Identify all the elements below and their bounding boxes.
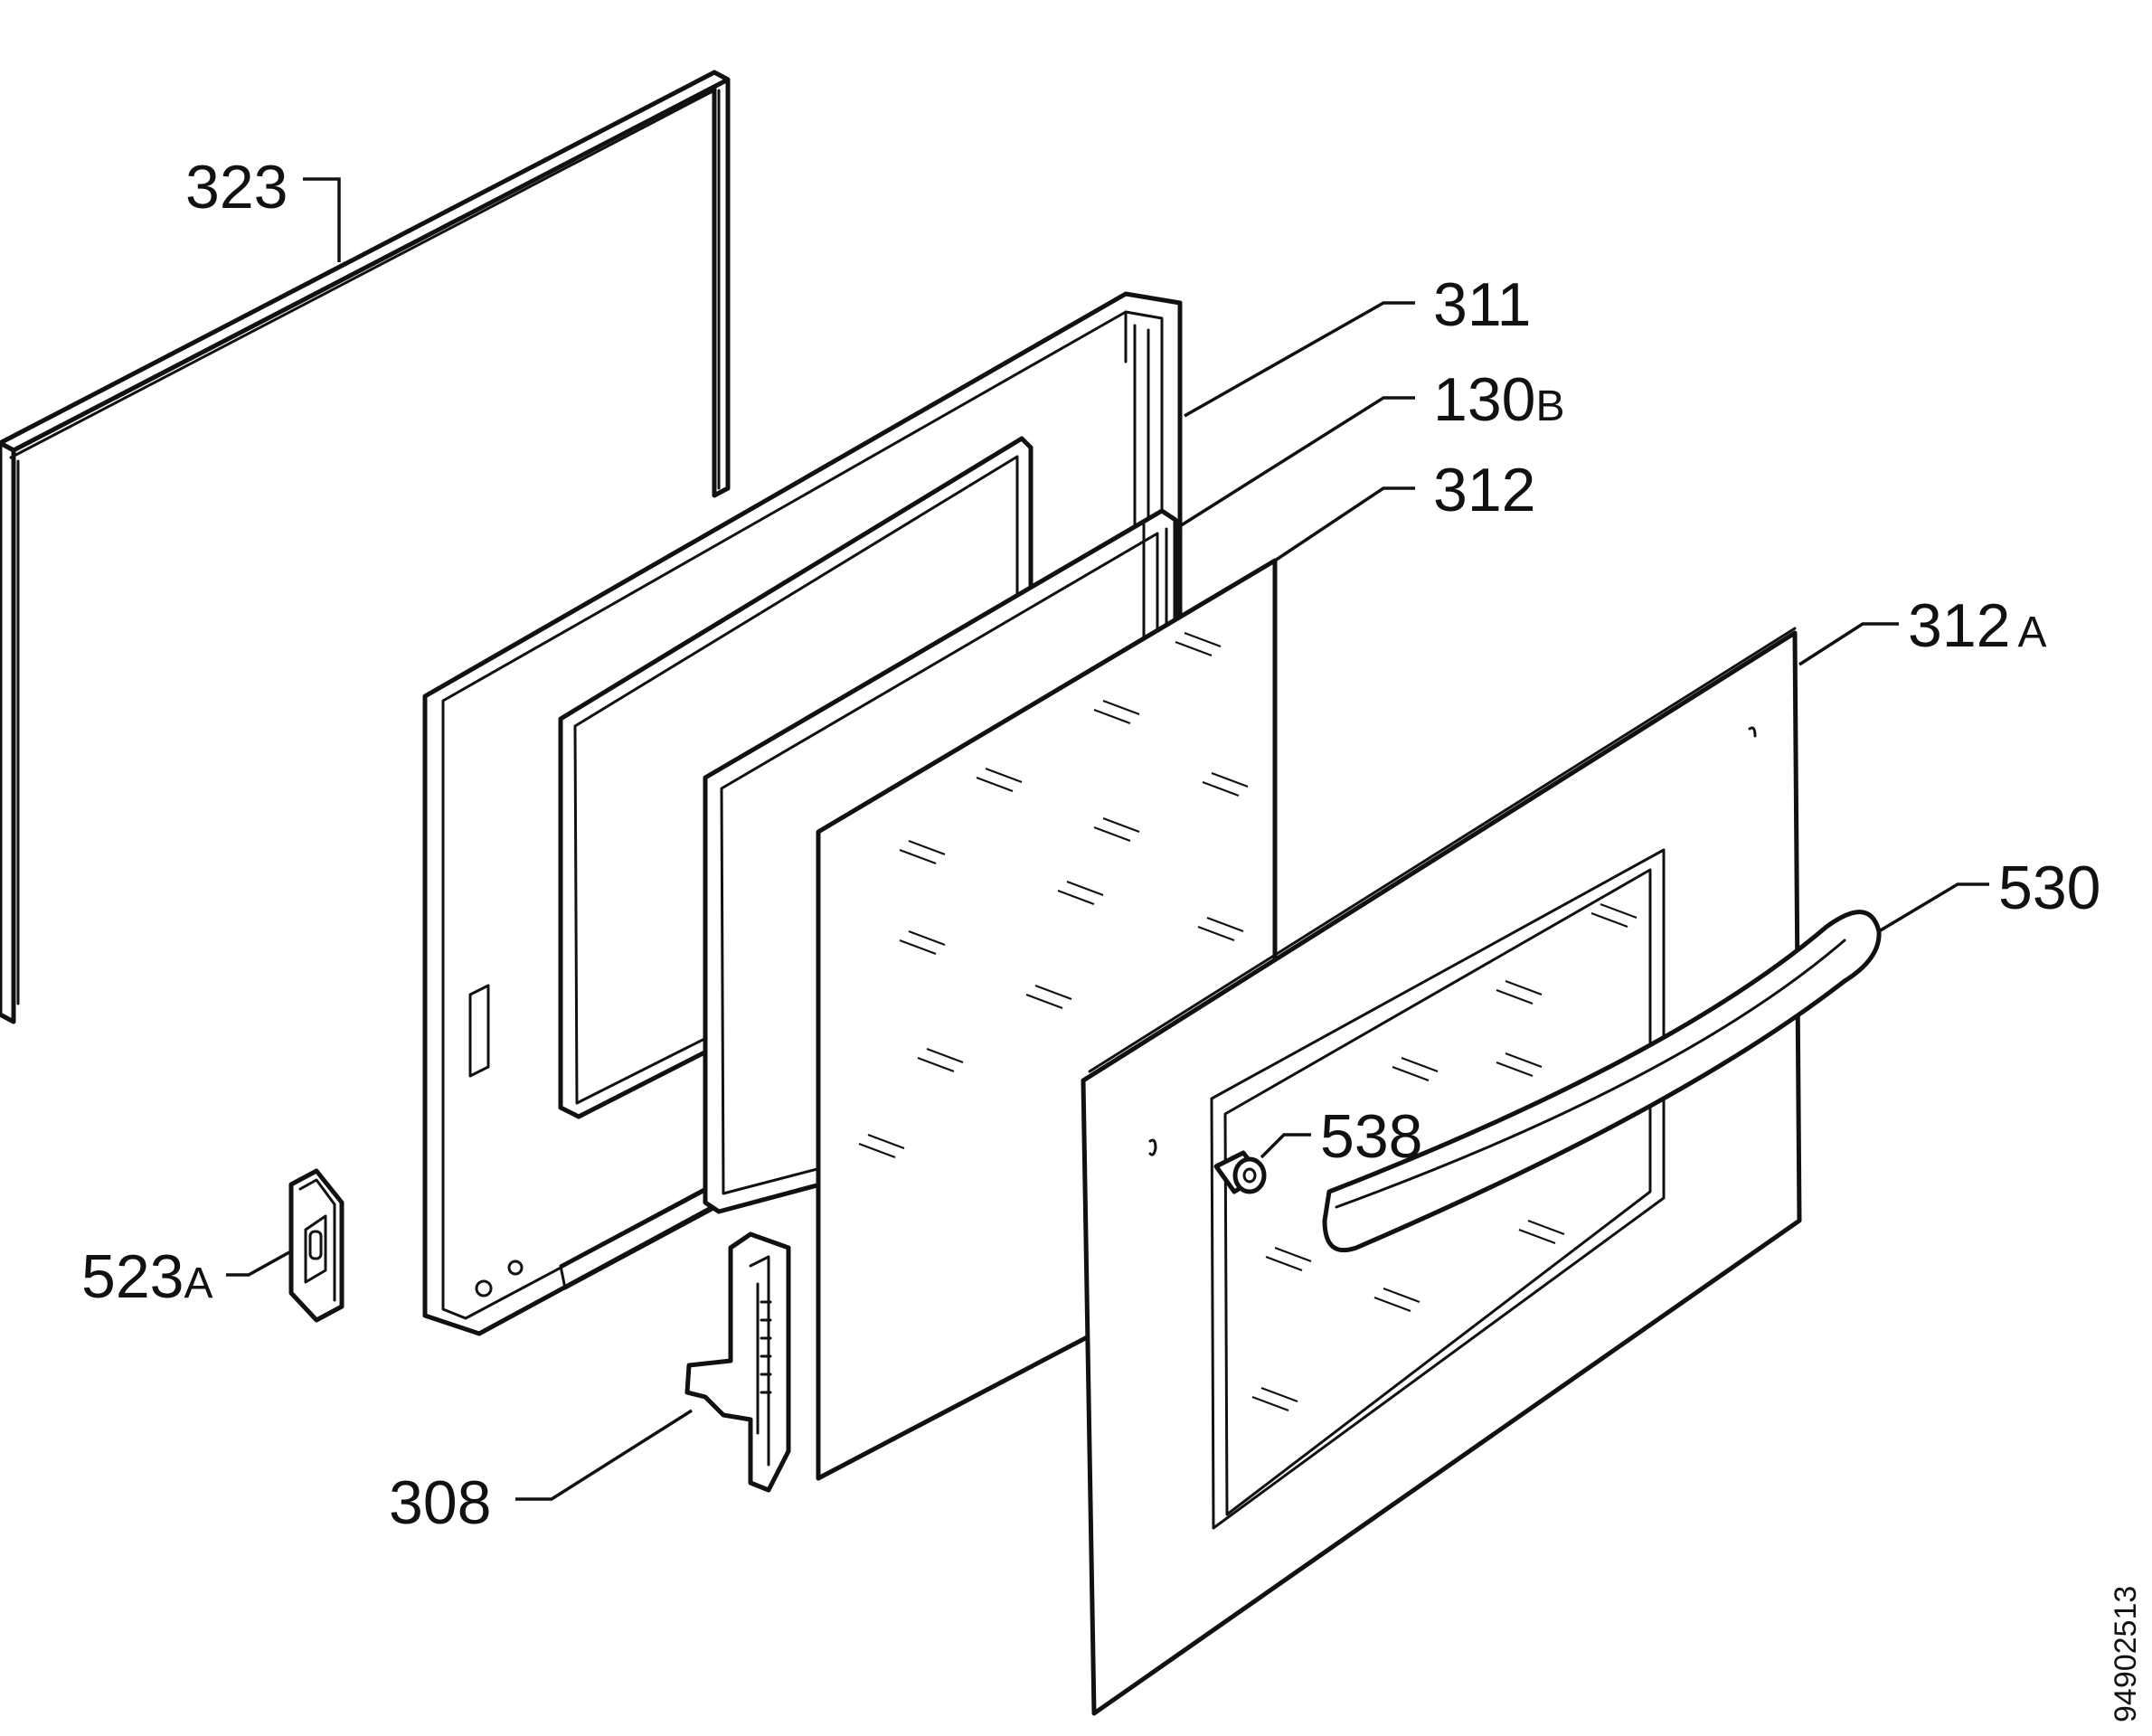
leader-523a (226, 1250, 290, 1277)
callout-308: 308 (389, 1468, 491, 1537)
part-308-door-hinge (684, 1231, 791, 1493)
part-530-door-handle (1322, 910, 1882, 1253)
part-523a-latch-plate (288, 1168, 345, 1323)
document-number: 94902513 (2109, 1586, 2143, 1722)
callout-130b: 130B (1433, 365, 1564, 434)
leader-530 (1878, 882, 1989, 933)
callout-312: 312 (1433, 456, 1535, 524)
leader-130b (1175, 396, 1415, 531)
leader-323 (303, 177, 341, 262)
callout-323: 323 (185, 153, 288, 222)
part-538-bushing (1213, 1150, 1267, 1194)
callout-530: 530 (1998, 854, 2100, 922)
leader-lines (226, 177, 1989, 1501)
leader-538 (1260, 1133, 1311, 1159)
leader-308 (515, 1409, 693, 1501)
callout-311: 311 (1433, 270, 1531, 339)
callout-523a: 523A (81, 1242, 212, 1311)
callout-538: 538 (1320, 1102, 1422, 1171)
leader-312 (1274, 486, 1415, 562)
part-323-door-seal (0, 70, 731, 1024)
leader-311 (1184, 301, 1415, 418)
leader-312a (1798, 622, 1899, 666)
